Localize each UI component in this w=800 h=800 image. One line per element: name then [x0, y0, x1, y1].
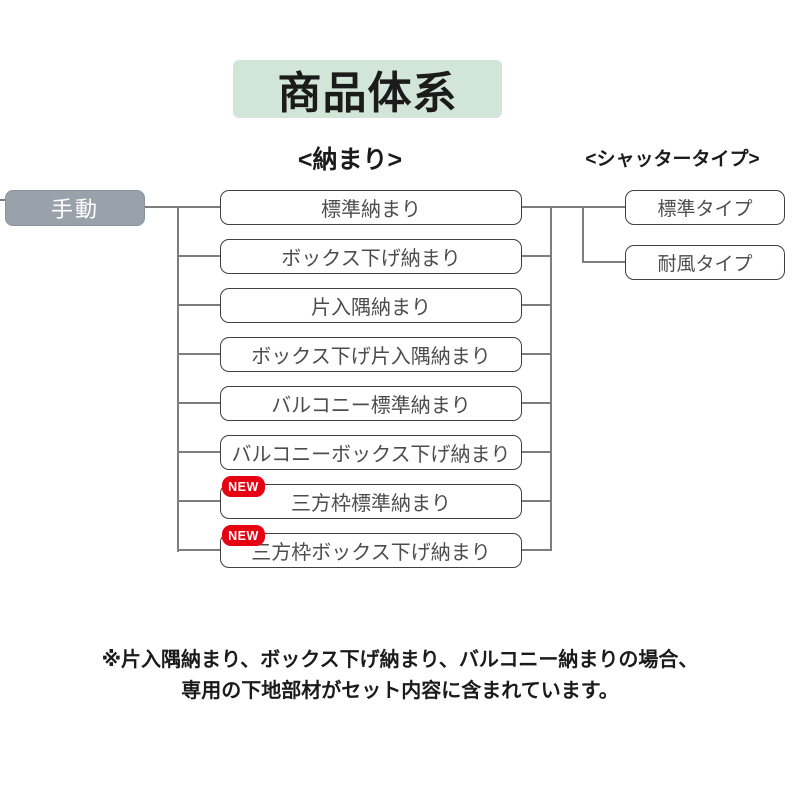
box-label: ボックス下げ片入隅納まり: [251, 346, 491, 368]
connector-line: [582, 261, 625, 263]
footnote-line-2: 専用の下地部材がセット内容に含まれています。: [181, 680, 619, 702]
shutter-type-box-wind-resistant: 耐風タイプ: [625, 245, 785, 280]
connector-line: [145, 206, 178, 208]
box-label: バルコニーボックス下げ納まり: [231, 444, 511, 466]
nakamari-box-balcony-box-lowered: バルコニーボックス下げ納まり: [220, 435, 522, 470]
connector-line: [177, 304, 220, 306]
connector-line: [177, 451, 220, 453]
nakamari-box-standard: 標準納まり: [220, 190, 522, 225]
connector-line: [177, 402, 220, 404]
box-label: 耐風タイプ: [657, 254, 753, 275]
new-badge: NEW: [222, 525, 265, 546]
connector-line: [522, 304, 552, 306]
connector-line: [522, 402, 552, 404]
connector-line: [177, 353, 220, 355]
connector-line: [522, 353, 552, 355]
nakamari-box-corner: 片入隅納まり: [220, 288, 522, 323]
connector-line: [550, 206, 625, 208]
connector-line: [177, 500, 220, 502]
box-label: バルコニー標準納まり: [271, 395, 471, 417]
connector-line: [177, 206, 220, 208]
connector-line: [177, 255, 220, 257]
box-label: 標準納まり: [321, 199, 421, 221]
box-label: 三方枠標準納まり: [291, 493, 451, 515]
connector-trunk-left: [177, 206, 179, 552]
nakamari-box-box-lowered: ボックス下げ納まり: [220, 239, 522, 274]
connector-line: [0, 199, 6, 201]
title-block: 商品体系: [233, 60, 502, 118]
connector-line: [582, 206, 584, 263]
connector-trunk-right: [550, 206, 552, 551]
root-node-manual: 手動: [5, 190, 145, 226]
connector-line: [522, 206, 552, 208]
nakamari-box-threeside-box-lowered: 三方枠ボックス下げ納まり: [220, 533, 522, 568]
connector-line: [522, 451, 552, 453]
box-label: 標準タイプ: [657, 199, 753, 220]
footnote: ※片入隅納まり、ボックス下げ納まり、バルコニー納まりの場合、 専用の下地部材がセ…: [0, 645, 800, 707]
connector-line: [522, 500, 552, 502]
connector-line: [522, 549, 552, 551]
connector-line: [177, 549, 220, 551]
column-header-nakamari: <納まり>: [297, 146, 403, 174]
new-badge: NEW: [222, 476, 265, 497]
connector-line: [522, 255, 552, 257]
nakamari-box-threeside-standard: 三方枠標準納まり: [220, 484, 522, 519]
shutter-type-box-standard: 標準タイプ: [625, 190, 785, 225]
root-node-label: 手動: [50, 197, 99, 222]
box-label: 片入隅納まり: [311, 297, 431, 319]
nakamari-box-balcony-standard: バルコニー標準納まり: [220, 386, 522, 421]
column-header-shutter-type: <シャッタータイプ>: [585, 149, 760, 170]
footnote-line-1: ※片入隅納まり、ボックス下げ納まり、バルコニー納まりの場合、: [101, 649, 699, 671]
page-title: 商品体系: [277, 69, 458, 118]
nakamari-box-box-lowered-corner: ボックス下げ片入隅納まり: [220, 337, 522, 372]
box-label: 三方枠ボックス下げ納まり: [251, 542, 491, 564]
box-label: ボックス下げ納まり: [281, 248, 461, 270]
